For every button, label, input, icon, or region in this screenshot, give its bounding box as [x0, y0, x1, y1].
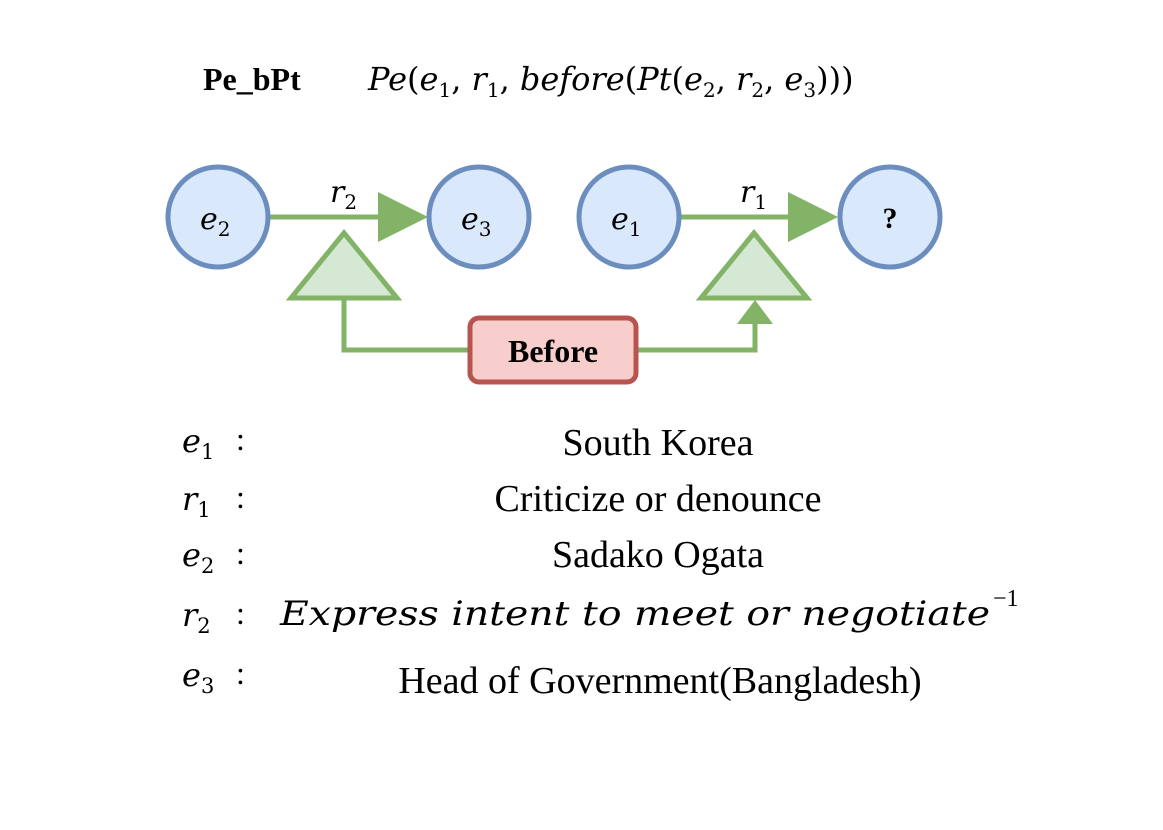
legend-value-e1: South Korea	[562, 422, 753, 464]
legend-symbol-e3: e3	[182, 656, 214, 698]
triangle-r1	[695, 229, 813, 301]
legend-symbol-r2: r2	[182, 596, 211, 638]
formula-pt: Pt	[636, 60, 672, 98]
before-connector-right	[636, 318, 758, 353]
formula-pe: Pe	[367, 60, 407, 98]
before-box-label: Before	[508, 333, 598, 369]
formula-e3-sub: 3	[803, 78, 816, 102]
legend-sep: :	[236, 655, 245, 691]
before-arrowhead	[737, 300, 773, 324]
legend-symbol-r1: r1	[182, 480, 211, 522]
legend-value-r2-superscript: −1	[993, 586, 1019, 612]
before-box: Before	[467, 315, 639, 385]
edge-r1-label: r1	[740, 175, 767, 214]
node-query: ?	[837, 164, 943, 270]
legend-value-r2: Express intent to meet or negotiate	[279, 594, 990, 634]
legend-symbol-e1: e1	[182, 422, 214, 464]
legend: e1 : South Korea r1 : Criticize or denou…	[182, 421, 1019, 702]
query-mark: ?	[883, 202, 898, 235]
formula-e3: e	[784, 60, 803, 98]
edge-r2-label: r2	[330, 175, 357, 214]
formula-r1: r	[472, 60, 489, 98]
node-e2: e2	[165, 164, 271, 270]
formula-e1: e	[420, 60, 439, 98]
legend-sep: :	[236, 595, 245, 631]
svg-text:e2: e2	[200, 202, 231, 241]
legend-sep: :	[236, 535, 245, 571]
legend-sep: :	[236, 421, 245, 457]
formula-e1-sub: 1	[438, 78, 451, 102]
before-connector-left	[341, 298, 470, 353]
formula-e2-sub: 2	[703, 78, 716, 102]
svg-text:e1: e1	[611, 202, 642, 241]
legend-value-e2: Sadako Ogata	[552, 534, 764, 576]
formula-expression: Pe(e1, r1, before(Pt(e2, r2, e3)))	[367, 60, 854, 102]
formula-r2: r	[736, 60, 753, 98]
node-e3: e3	[426, 164, 532, 270]
legend-sep: :	[236, 479, 245, 515]
formula-r2-sub: 2	[751, 78, 764, 102]
formula-r1-sub: 1	[487, 78, 500, 102]
formula-name: Pe_bPt	[203, 61, 301, 97]
legend-value-e3: Head of Government(Bangladesh)	[398, 660, 921, 702]
formula-e2: e	[684, 60, 703, 98]
formula-before: before	[520, 60, 625, 98]
legend-symbol-e2: e2	[182, 536, 214, 578]
node-e1: e1	[576, 164, 682, 270]
legend-value-r1: Criticize or denounce	[494, 478, 821, 520]
triangle-r2	[285, 229, 403, 301]
svg-text:e3: e3	[461, 202, 492, 241]
